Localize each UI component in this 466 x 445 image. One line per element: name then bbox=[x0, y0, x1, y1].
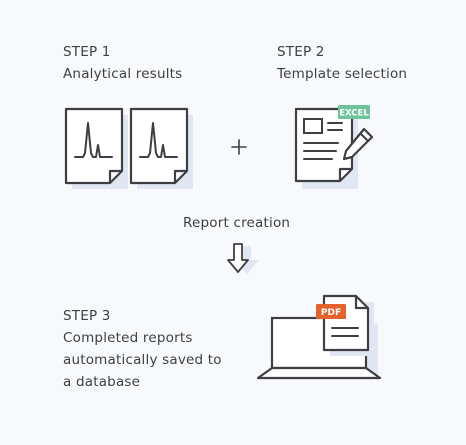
plus-icon bbox=[231, 139, 247, 155]
step-3-title: STEP 3 bbox=[63, 308, 111, 324]
completed-report-illustration: PDF bbox=[256, 294, 382, 380]
pdf-badge-label: PDF bbox=[321, 308, 341, 318]
pdf-badge: PDF bbox=[316, 304, 346, 319]
step-2-label: STEP 2 Template selection bbox=[277, 41, 407, 85]
analytical-results-illustration bbox=[64, 107, 193, 189]
down-arrow-icon bbox=[227, 243, 259, 274]
step-1-description: Analytical results bbox=[63, 66, 183, 82]
template-selection-illustration: EXCEL bbox=[294, 105, 374, 189]
report-creation-label: Report creation bbox=[183, 215, 291, 231]
step-3-label: STEP 3 Completed reports automatically s… bbox=[63, 305, 222, 393]
template-document-icon bbox=[294, 107, 354, 183]
step-2-description: Template selection bbox=[277, 66, 408, 82]
excel-badge: EXCEL bbox=[338, 105, 370, 119]
chromatogram-document-icon bbox=[64, 107, 128, 189]
step-3-description-line-2: automatically saved to bbox=[63, 352, 222, 368]
excel-badge-label: EXCEL bbox=[339, 109, 369, 119]
step-1-label: STEP 1 Analytical results bbox=[63, 41, 182, 85]
step-3-description-line-1: Completed reports bbox=[63, 330, 193, 346]
step-1-title: STEP 1 bbox=[63, 44, 111, 60]
chromatogram-document-icon bbox=[129, 107, 193, 189]
step-3-description-line-3: a database bbox=[63, 374, 141, 390]
pencil-icon bbox=[342, 127, 374, 161]
step-2-title: STEP 2 bbox=[277, 44, 325, 60]
